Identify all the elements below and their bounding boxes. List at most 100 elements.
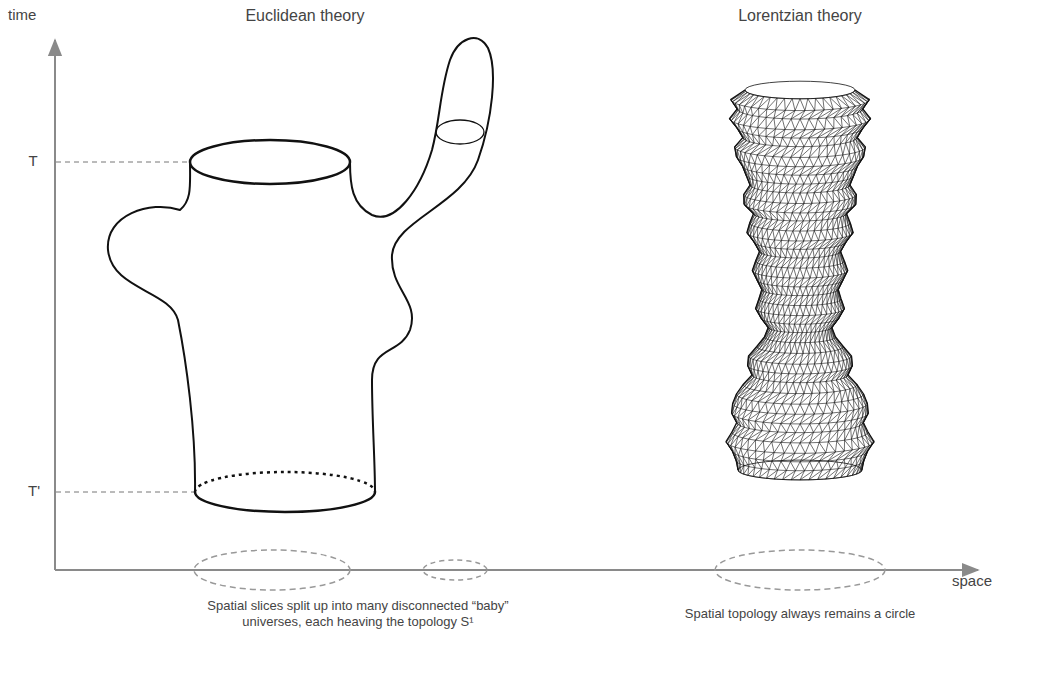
wireframe-mesh <box>744 114 753 125</box>
wireframe-mesh <box>810 442 819 453</box>
wireframe-mesh <box>800 119 809 130</box>
wireframe-mesh <box>800 249 807 258</box>
wireframe-mesh <box>827 191 834 202</box>
wireframe-mesh <box>835 155 842 165</box>
wireframe-mesh <box>839 360 843 370</box>
wireframe-mesh <box>778 295 787 305</box>
wireframe-mesh <box>759 299 841 306</box>
wireframe-mesh <box>754 242 846 249</box>
wireframe-mesh <box>841 216 844 227</box>
wireframe-mesh <box>844 215 846 226</box>
wireframe-mesh <box>773 146 788 156</box>
wireframe-mesh <box>757 227 761 237</box>
wireframe-mesh <box>841 116 850 127</box>
wireframe-mesh <box>848 400 854 410</box>
wireframe-mesh <box>811 315 821 324</box>
wireframe-mesh <box>750 378 760 389</box>
wireframe-mesh <box>754 217 763 226</box>
wireframe-mesh <box>753 359 757 369</box>
wireframe-mesh <box>808 213 816 221</box>
wireframe-mesh <box>819 461 828 470</box>
wireframe-mesh <box>740 464 744 473</box>
wireframe-mesh <box>813 240 826 249</box>
wireframe-mesh <box>806 315 816 324</box>
wireframe-mesh <box>800 175 808 184</box>
wireframe-mesh <box>821 363 827 373</box>
wireframe-mesh <box>800 231 807 241</box>
wireframe-mesh <box>800 278 810 287</box>
slice-projection <box>423 560 487 580</box>
wireframe-mesh <box>819 341 826 352</box>
wireframe-mesh <box>786 382 793 393</box>
wireframe-mesh <box>757 145 772 155</box>
wireframe-mesh <box>826 469 839 479</box>
wireframe-mesh <box>765 146 780 156</box>
wireframe-mesh <box>771 257 781 267</box>
time-axis <box>54 40 56 570</box>
wireframe-mesh <box>807 184 819 193</box>
wireframe-mesh <box>739 94 754 105</box>
wireframe-mesh <box>807 382 814 393</box>
wireframe-mesh <box>770 212 778 220</box>
wireframe-mesh <box>800 383 807 394</box>
wireframe-mesh <box>775 240 782 248</box>
wireframe-mesh <box>777 332 785 342</box>
wireframe-mesh <box>836 379 845 390</box>
wireframe-mesh <box>745 106 751 114</box>
euclidean-surface <box>108 38 493 512</box>
wireframe-mesh <box>751 358 754 368</box>
wireframe-mesh <box>834 391 840 403</box>
wireframe-mesh <box>837 459 845 469</box>
wireframe-mesh <box>765 293 773 302</box>
wireframe-mesh <box>814 373 826 383</box>
wireframe-mesh <box>766 117 774 128</box>
wireframe-mesh <box>742 389 754 398</box>
wireframe-mesh <box>787 268 793 278</box>
wireframe-mesh <box>772 461 781 470</box>
wireframe-mesh <box>800 138 809 147</box>
wireframe-mesh <box>741 438 749 449</box>
wireframe-mesh <box>838 349 843 361</box>
wireframe-mesh <box>847 114 856 125</box>
wireframe-mesh <box>856 426 860 438</box>
wireframe-mesh <box>786 193 793 204</box>
wireframe-mesh <box>828 441 837 452</box>
wireframe-mesh <box>822 304 827 314</box>
wireframe-mesh <box>837 430 845 441</box>
wireframe-mesh <box>781 332 789 342</box>
axis-label: time <box>8 6 36 25</box>
wireframe-mesh <box>781 461 790 470</box>
wireframe-mesh <box>793 383 800 394</box>
wireframe-mesh <box>741 151 745 161</box>
wireframe-mesh <box>814 183 826 193</box>
wireframe-mesh <box>800 462 810 471</box>
wireframe-mesh <box>778 305 783 315</box>
wireframe-mesh <box>762 265 767 275</box>
wireframe-mesh <box>807 231 814 241</box>
wireframe-mesh <box>746 390 759 400</box>
wireframe-mesh <box>807 249 813 258</box>
wireframe-mesh <box>786 231 793 241</box>
wireframe-mesh <box>809 404 818 414</box>
wireframe-mesh <box>762 219 772 229</box>
wireframe-mesh <box>800 241 811 250</box>
wireframe-mesh <box>827 156 835 166</box>
wireframe-mesh <box>732 432 868 443</box>
wireframe-mesh <box>748 439 756 450</box>
caption-note: Spatial topology always remains a circle <box>685 606 916 622</box>
wireframe-mesh <box>764 303 769 313</box>
wireframe-mesh <box>789 324 794 332</box>
wireframe-mesh <box>831 303 836 313</box>
wireframe-mesh <box>769 174 776 183</box>
wireframe-mesh <box>800 470 814 479</box>
wireframe-mesh <box>809 157 818 166</box>
wireframe-mesh <box>800 324 806 332</box>
time-marker <box>56 492 195 493</box>
wireframe-rim <box>738 460 862 480</box>
wireframe-mesh <box>805 342 810 353</box>
wireframe-mesh <box>763 371 769 380</box>
wireframe-mesh <box>769 372 775 381</box>
wireframe-mesh <box>791 119 800 130</box>
wireframe-mesh <box>784 213 792 221</box>
